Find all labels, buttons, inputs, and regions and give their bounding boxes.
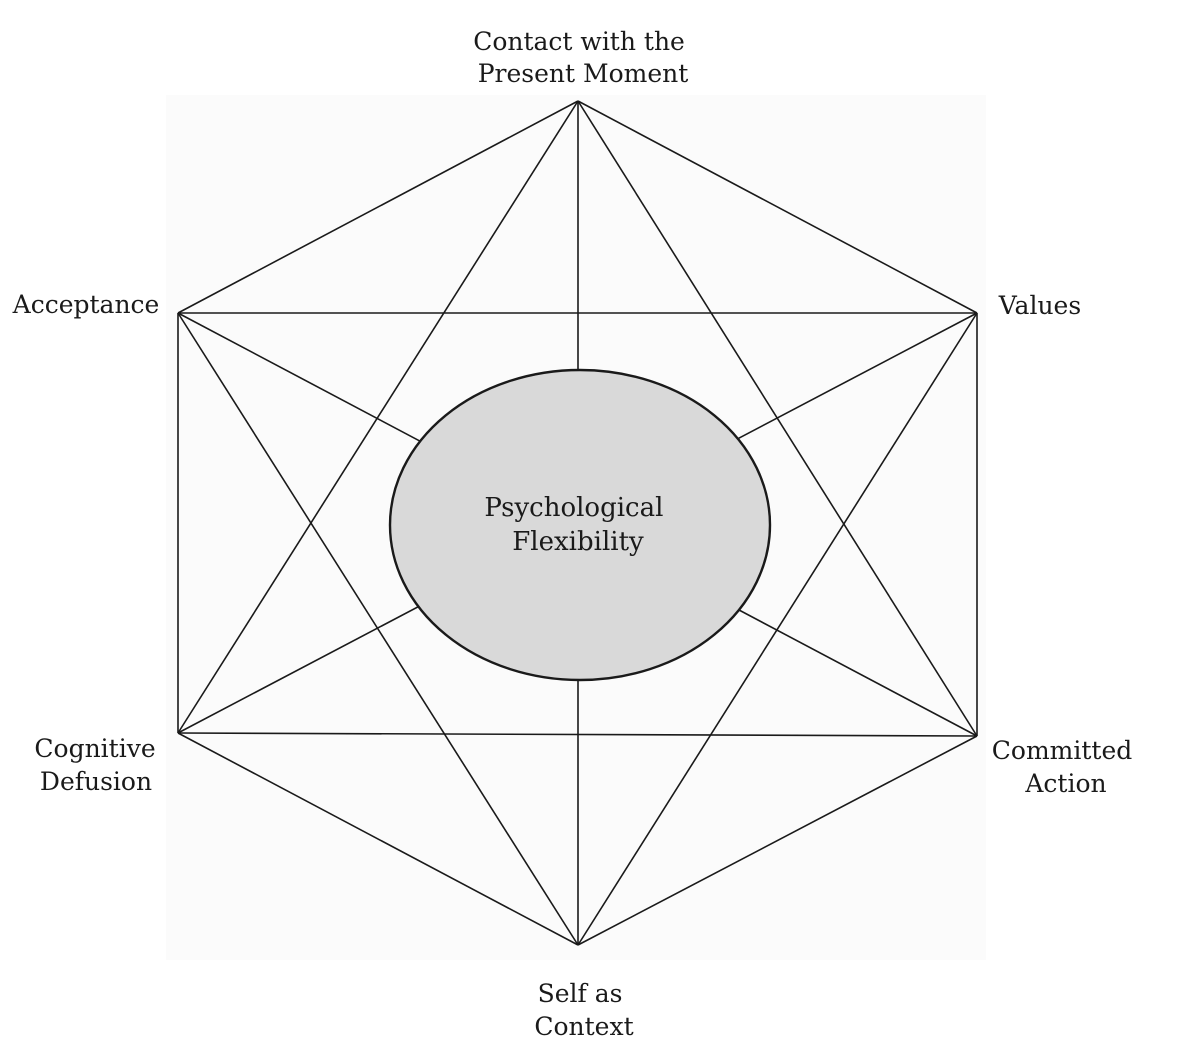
node-label-lower-right-line-1: Committed bbox=[992, 736, 1132, 765]
node-label-lower-right-line-2: Action bbox=[1024, 769, 1106, 798]
edge-values-self bbox=[577, 312, 978, 946]
edge-self-defusion bbox=[177, 732, 579, 946]
center-label: Psychological Flexibility bbox=[484, 493, 671, 557]
node-label-committed-action: Committed Action bbox=[992, 736, 1140, 798]
edge-acceptance-self bbox=[177, 312, 579, 946]
edge-present-values bbox=[577, 100, 978, 314]
node-label-self-as-context: Self as Context bbox=[534, 979, 633, 1041]
node-label-bottom-line-2: Context bbox=[534, 1012, 633, 1041]
node-label-top-line-1: Contact with the bbox=[473, 27, 685, 56]
node-label-contact-present-moment: Contact with the Present Moment bbox=[473, 27, 693, 88]
edge-present-defusion bbox=[177, 100, 579, 734]
node-label-upper-right-line-1: Values bbox=[998, 291, 1081, 320]
node-label-acceptance: Acceptance bbox=[12, 290, 160, 319]
hexagon-perimeter bbox=[177, 100, 978, 946]
node-label-lower-left-line-2: Defusion bbox=[40, 767, 152, 796]
edge-acceptance-present bbox=[177, 100, 579, 314]
node-label-lower-left-line-1: Cognitive bbox=[34, 734, 155, 763]
center-label-line-2: Flexibility bbox=[512, 527, 644, 557]
node-label-top-line-2: Present Moment bbox=[478, 59, 689, 88]
edge-action-self bbox=[577, 735, 978, 946]
node-label-upper-left-line-1: Acceptance bbox=[12, 290, 160, 319]
center-label-line-1: Psychological bbox=[484, 493, 663, 523]
node-label-cognitive-defusion: Cognitive Defusion bbox=[34, 734, 163, 796]
node-label-values: Values bbox=[998, 291, 1081, 320]
center-node: Psychological Flexibility bbox=[388, 368, 772, 682]
node-label-bottom-line-1: Self as bbox=[538, 979, 623, 1008]
center-ellipse bbox=[388, 368, 772, 682]
